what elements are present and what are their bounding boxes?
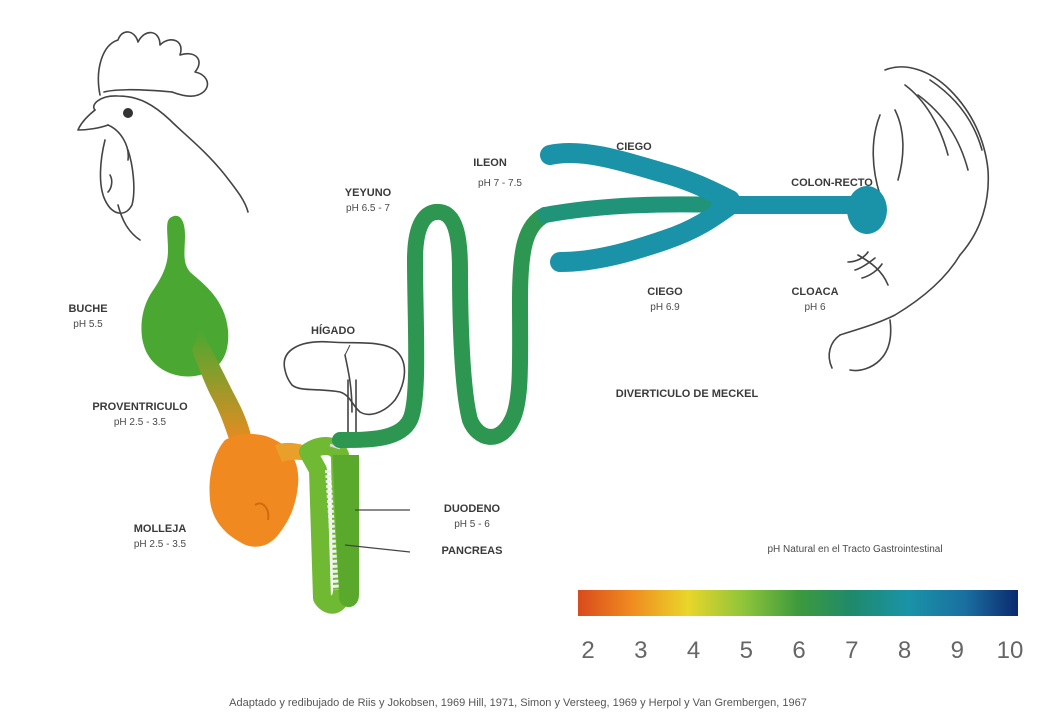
- ciego-top-label: CIEGO: [616, 141, 652, 153]
- ph-legend: pH Natural en el Tracto Gastrointestinal…: [578, 544, 1023, 664]
- legend-tick-label: 8: [898, 637, 911, 664]
- legend-title: pH Natural en el Tracto Gastrointestinal: [767, 544, 942, 555]
- duodeno-label: DUODENO: [444, 503, 501, 515]
- legend-tick-label: 2: [581, 637, 594, 664]
- legend-tick-label: 4: [687, 637, 700, 664]
- ileum-organ: [545, 204, 720, 215]
- higado-label: HÍGADO: [311, 324, 355, 337]
- ciego-bottom-label: CIEGO: [647, 286, 683, 298]
- buche-label: BUCHE: [68, 303, 107, 315]
- source-credit: Adaptado y redibujado de Riis y Jokobsen…: [229, 697, 807, 709]
- duodeno-ph: pH 5 - 6: [454, 519, 490, 530]
- legend-tick-label: 6: [792, 637, 805, 664]
- crop-organ: [141, 216, 252, 448]
- ph-color-bar: [578, 590, 1018, 616]
- legend-tick-label: 3: [634, 637, 647, 664]
- meckel-label: DIVERTICULO DE MECKEL: [616, 388, 759, 400]
- ciego-bottom-ph: pH 6.9: [650, 302, 680, 313]
- molleja-ph: pH 2.5 - 3.5: [134, 539, 187, 550]
- legend-tick-label: 10: [997, 637, 1024, 664]
- legend-ticks: 2 3 4 5 6 7 8 9 10: [581, 637, 1023, 664]
- jejunum-organ: [340, 212, 545, 440]
- colon-recto-label: COLON-RECTO: [791, 177, 873, 189]
- legend-tick-label: 5: [740, 637, 753, 664]
- liver-illustration: [284, 342, 404, 432]
- cloaca-ph: pH 6: [804, 302, 826, 313]
- ileon-ph: pH 7 - 7.5: [478, 178, 522, 189]
- molleja-label: MOLLEJA: [134, 523, 187, 535]
- pancreas-label: PANCREAS: [442, 545, 503, 557]
- buche-ph: pH 5.5: [73, 319, 103, 330]
- cloaca-label: CLOACA: [791, 286, 838, 298]
- legend-tick-label: 7: [845, 637, 858, 664]
- yeyuno-label: YEYUNO: [345, 187, 392, 199]
- rooster-head-illustration: [78, 32, 248, 240]
- proventriculo-ph: pH 2.5 - 3.5: [114, 417, 167, 428]
- legend-tick-label: 9: [951, 637, 964, 664]
- ileon-label: ILEON: [473, 157, 507, 169]
- duodenum-organ: [308, 445, 352, 605]
- proventriculo-label: PROVENTRICULO: [92, 401, 188, 413]
- yeyuno-ph: pH 6.5 - 7: [346, 203, 390, 214]
